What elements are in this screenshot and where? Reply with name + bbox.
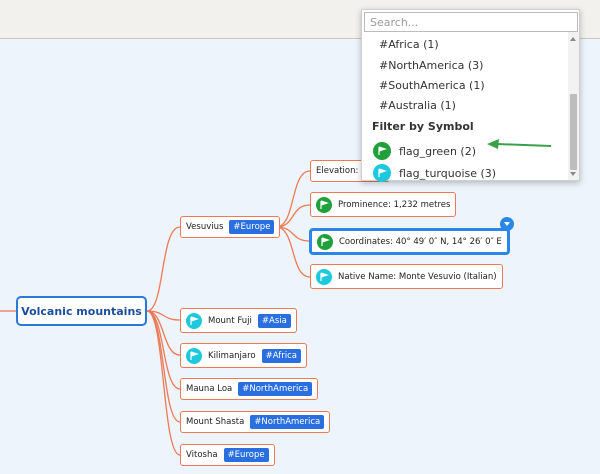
flag-green-icon (373, 142, 391, 160)
node-vitosha[interactable]: Vitosha #Europe (180, 444, 275, 466)
link-vesuvius-elevation (275, 170, 311, 228)
tag-badge: #Africa (261, 348, 301, 363)
flag-turquoise-icon (316, 268, 332, 285)
node-label: Mauna Loa (186, 384, 233, 394)
scrollbar-thumb[interactable] (570, 94, 577, 170)
link-vesuvius-native (275, 226, 311, 278)
node-coordinates[interactable]: Coordinates: 40° 49′ 0″ N, 14° 26′ 0″ E (309, 228, 510, 255)
tag-badge: #NorthAmerica (250, 415, 325, 429)
filter-item-label: flag_turquoise (3) (399, 166, 497, 180)
root-node-volcanic-mountains[interactable]: Volcanic mountains (16, 296, 147, 326)
node-kilimanjaro[interactable]: Kilimanjaro #Africa (180, 343, 307, 368)
node-label: Native Name: Monte Vesuvio (Italian) (338, 271, 497, 282)
tag-badge: #Europe (229, 220, 275, 234)
node-label: Elevation: 1 (316, 166, 367, 176)
link-root-shasta (146, 310, 181, 423)
chevron-down-icon (504, 222, 510, 226)
filter-item-northamerica[interactable]: #NorthAmerica (3) (379, 59, 484, 72)
node-native-name[interactable]: Native Name: Monte Vesuvio (Italian) (310, 264, 503, 289)
node-mount-fuji[interactable]: Mount Fuji #Asia (180, 308, 297, 333)
tag-badge: #NorthAmerica (238, 382, 313, 396)
tag-badge: #Asia (257, 313, 291, 328)
scroll-up-arrow-icon[interactable] (570, 37, 576, 41)
filter-item-africa[interactable]: #Africa (1) (379, 38, 439, 51)
node-mauna-loa[interactable]: Mauna Loa #NorthAmerica (180, 378, 319, 400)
filter-list: #Africa (1) #NorthAmerica (3) #SouthAmer… (362, 32, 568, 182)
link-vesuvius-coordinates (275, 226, 311, 242)
node-label: Vitosha (186, 450, 218, 460)
link-vesuvius-prominence (275, 204, 311, 228)
link-root-vesuvius (146, 226, 181, 312)
node-mount-shasta[interactable]: Mount Shasta #NorthAmerica (180, 411, 331, 433)
flag-green-icon (316, 196, 332, 213)
tag-badge: #Europe (223, 448, 269, 462)
filter-by-symbol-heading: Filter by Symbol (372, 120, 474, 133)
flag-turquoise-icon (186, 347, 202, 364)
filter-item-flag-turquoise[interactable]: flag_turquoise (3) (373, 164, 496, 182)
node-label: Mount Fuji (208, 315, 252, 326)
link-root-vitosha (146, 310, 181, 456)
annotation-arrow-icon (487, 139, 552, 149)
filter-item-flag-green[interactable]: flag_green (2) (373, 142, 476, 160)
node-label: Prominence: 1,232 metres (338, 199, 451, 210)
search-input[interactable] (364, 12, 578, 32)
node-label: Vesuvius (186, 222, 224, 232)
node-vesuvius[interactable]: Vesuvius #Europe (180, 216, 281, 238)
flag-turquoise-icon (186, 312, 202, 329)
node-label: Kilimanjaro (208, 350, 256, 361)
filter-dropdown: #Africa (1) #NorthAmerica (3) #SouthAmer… (361, 9, 580, 182)
scrollbar[interactable] (568, 32, 579, 180)
collapse-toggle-button[interactable] (500, 217, 514, 231)
scroll-down-arrow-icon[interactable] (570, 172, 576, 176)
flag-turquoise-icon (373, 164, 391, 182)
node-label: Coordinates: 40° 49′ 0″ N, 14° 26′ 0″ E (339, 236, 502, 247)
filter-item-australia[interactable]: #Australia (1) (379, 99, 456, 112)
node-prominence[interactable]: Prominence: 1,232 metres (310, 192, 457, 217)
node-label: Mount Shasta (186, 417, 245, 427)
flag-green-icon (317, 233, 333, 250)
filter-item-southamerica[interactable]: #SouthAmerica (1) (379, 79, 485, 92)
filter-item-label: flag_green (2) (399, 144, 476, 158)
